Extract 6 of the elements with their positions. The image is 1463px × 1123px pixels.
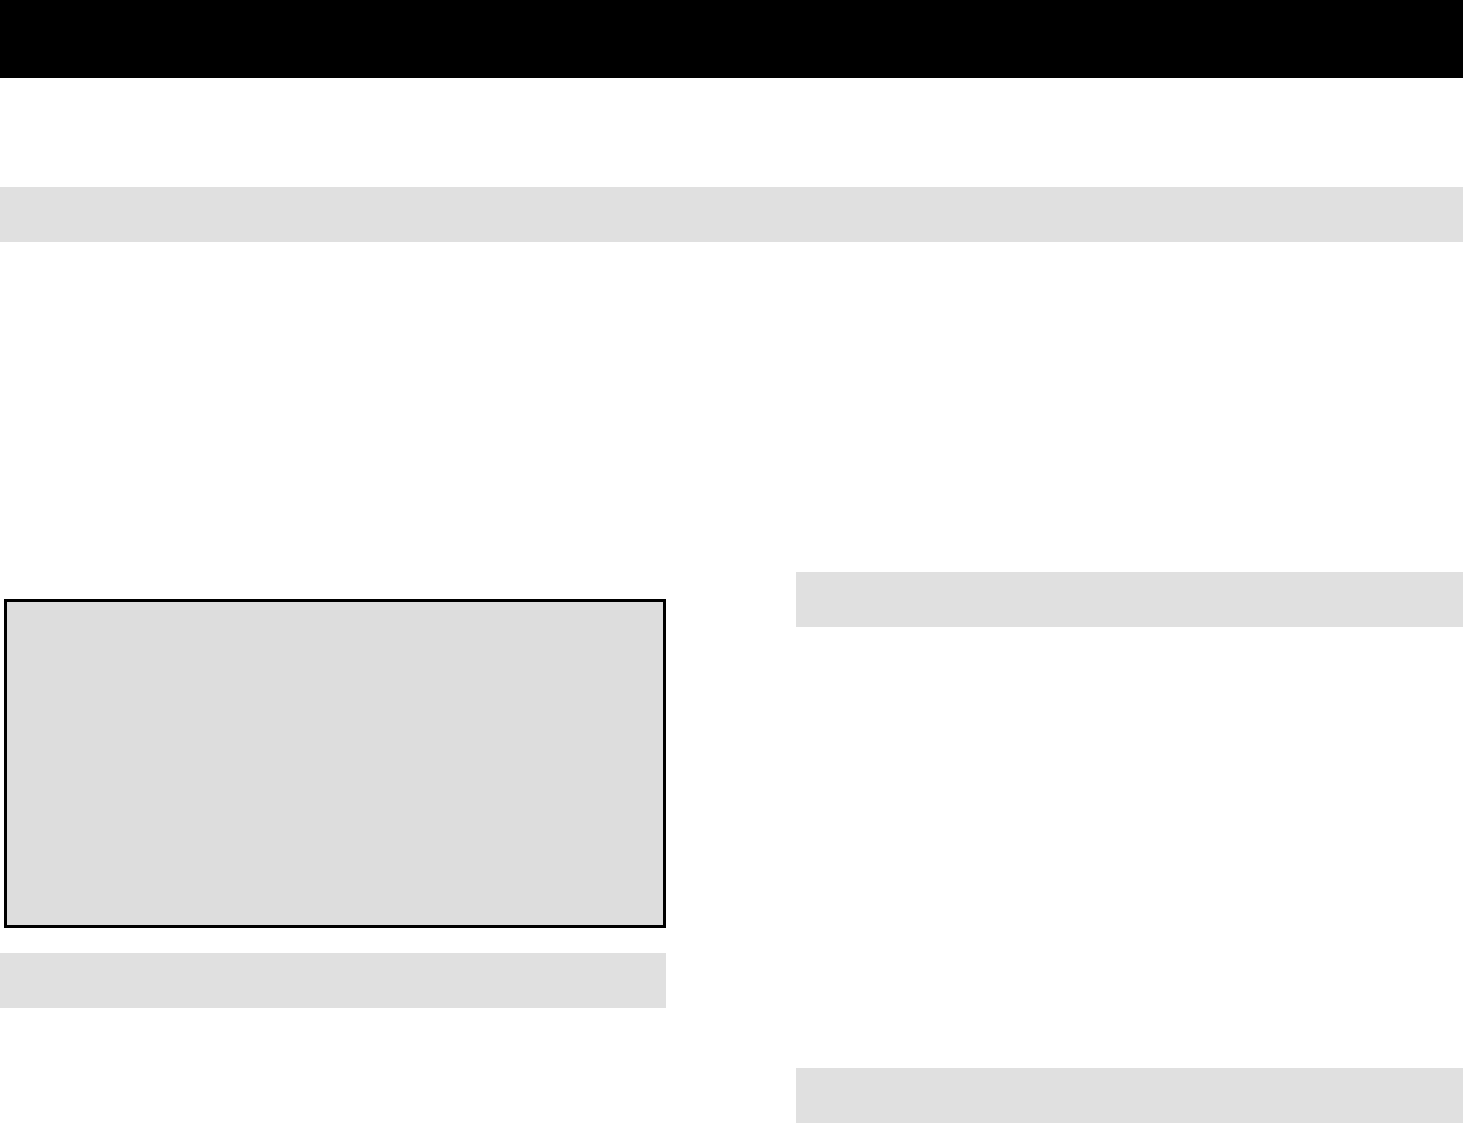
section-band: [0, 187, 1463, 242]
section-band: [0, 953, 666, 1008]
header-bar: [0, 0, 1463, 78]
section-band: [796, 1068, 1463, 1123]
note-panel: [4, 599, 666, 928]
section-band: [796, 572, 1463, 627]
